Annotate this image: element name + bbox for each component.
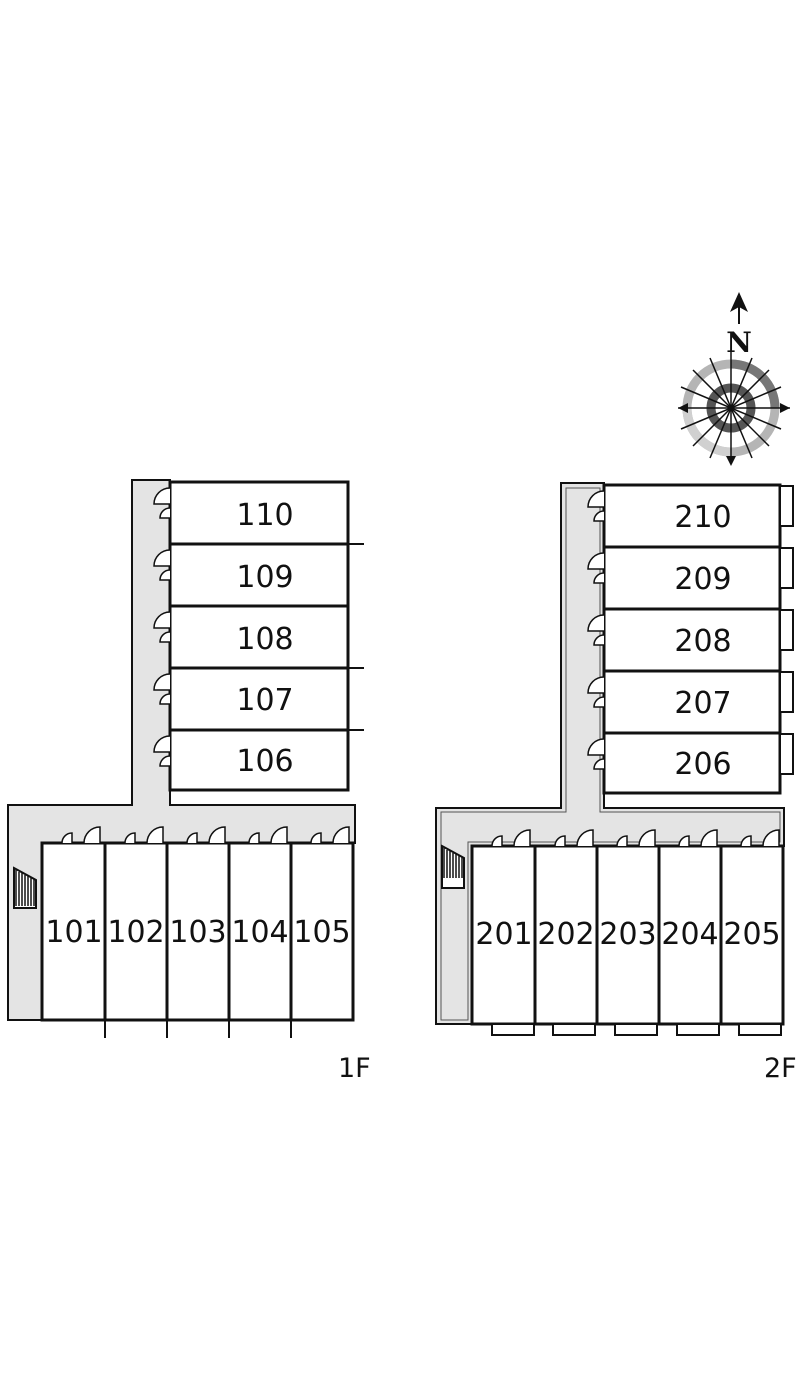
room-label: 203 [599, 917, 656, 952]
room-labels-south-2f: 201 202 203 204 205 [475, 917, 780, 952]
room-label: 107 [236, 683, 293, 718]
doors-north-1f [153, 487, 171, 767]
floor-1f: 110 109 108 107 106 101 102 103 104 105 … [7, 479, 371, 1084]
north-arrow-icon [730, 292, 748, 312]
balcony [779, 547, 794, 589]
room-101 [40, 841, 107, 1022]
balcony [738, 1023, 782, 1036]
doors-south-1f [61, 826, 350, 844]
balconies-east-2f [779, 485, 794, 775]
compass-icon: N [678, 292, 790, 466]
room-labels-south-1f: 101 102 103 104 105 [45, 915, 350, 950]
north-wing-2f [602, 483, 782, 795]
room-label: 202 [537, 917, 594, 952]
room-label: 206 [674, 747, 731, 782]
room-label: 108 [236, 622, 293, 657]
south-dividers-1f [104, 1020, 292, 1038]
room-204 [657, 844, 723, 1026]
east-dividers-1f [348, 543, 364, 731]
compass-north-label: N [726, 326, 752, 359]
room-label: 201 [475, 917, 532, 952]
doors-north-2f [587, 490, 605, 770]
room-206 [602, 731, 782, 795]
room-label: 109 [236, 560, 293, 595]
room-label: 208 [674, 624, 731, 659]
balcony [491, 1023, 535, 1036]
south-wing-1f [40, 841, 355, 1022]
room-label: 106 [236, 744, 293, 779]
floor-2f: 210 209 208 207 206 201 202 203 204 205 … [435, 482, 797, 1084]
floor-label-1f: 1F [338, 1053, 371, 1084]
balcony [779, 671, 794, 713]
doors-south-2f [491, 829, 780, 847]
balcony [614, 1023, 658, 1036]
room-label: 209 [674, 562, 731, 597]
balcony [676, 1023, 720, 1036]
room-label: 210 [674, 500, 731, 535]
room-labels-north-1f: 110 109 108 107 106 [236, 498, 293, 779]
room-label: 204 [661, 917, 718, 952]
room-208 [602, 607, 782, 673]
balconies-south-2f [491, 1023, 782, 1036]
balcony [779, 485, 794, 527]
north-wing-1f [168, 480, 350, 792]
balcony [552, 1023, 596, 1036]
room-202 [533, 844, 599, 1026]
room-210 [602, 483, 782, 549]
floor-label-2f: 2F [764, 1053, 797, 1084]
room-label: 205 [723, 917, 780, 952]
balcony [779, 733, 794, 775]
room-label: 101 [45, 915, 102, 950]
room-201 [470, 844, 537, 1026]
room-label: 207 [674, 686, 731, 721]
staircase-2f [441, 844, 465, 889]
room-label: 110 [236, 498, 293, 533]
room-labels-north-2f: 210 209 208 207 206 [674, 500, 731, 782]
room-label: 102 [107, 915, 164, 950]
room-label: 104 [231, 915, 288, 950]
room-205 [719, 844, 785, 1026]
staircase-1f [13, 866, 37, 909]
balcony [779, 609, 794, 651]
south-wing-2f [470, 844, 785, 1026]
room-105 [289, 841, 355, 1022]
room-label: 105 [293, 915, 350, 950]
room-label: 103 [169, 915, 226, 950]
